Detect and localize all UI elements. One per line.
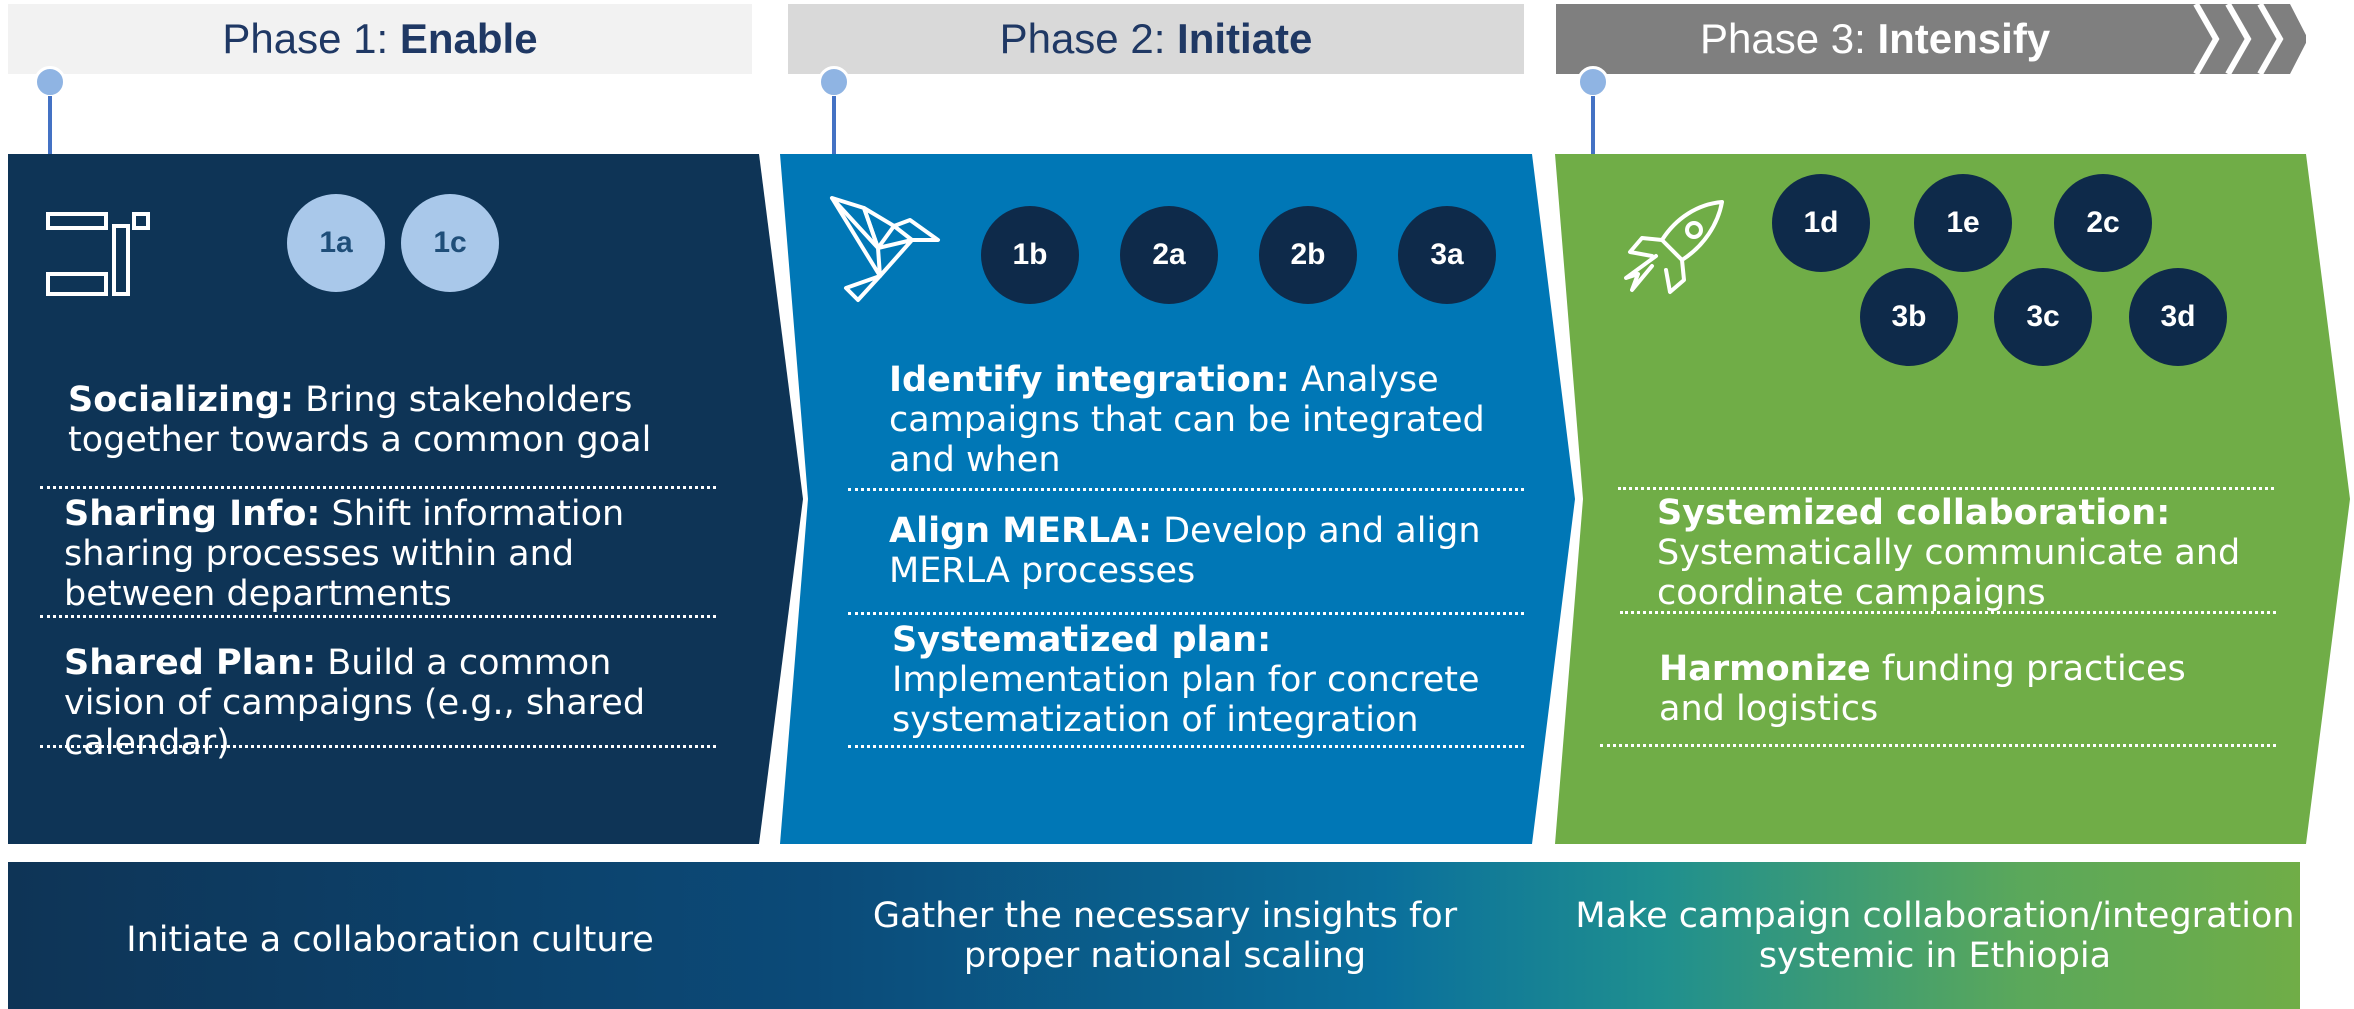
- item-text: Develop and align MERLA processes: [889, 511, 1481, 591]
- phase-2-item: Identify integration: Analyse campaigns …: [889, 360, 1489, 480]
- step-badge: 3c: [1994, 268, 2092, 366]
- step-badge: 2b: [1259, 206, 1357, 304]
- rocket-icon: [1624, 200, 1724, 294]
- item-text: Analyse campaigns that can be integrated…: [889, 360, 1485, 480]
- divider: [40, 615, 716, 618]
- outcome-phase-1: Initiate a collaboration culture: [126, 920, 654, 960]
- outcome-phase-3: Make campaign collaboration/integration …: [1575, 896, 2295, 976]
- origami-bird-icon: [830, 196, 940, 302]
- item-text: Systematically communicate and coordinat…: [1657, 533, 2241, 613]
- phase-1-name: Enable: [399, 15, 538, 62]
- item-keyword: Align MERLA:: [889, 511, 1152, 551]
- step-badge: 2a: [1120, 206, 1218, 304]
- divider: [1620, 611, 2276, 614]
- step-badge: 1b: [981, 206, 1079, 304]
- outcomes-band: [8, 862, 2300, 1009]
- item-keyword: Sharing Info:: [64, 494, 321, 534]
- step-badge: 1d: [1772, 174, 1870, 272]
- phase-3-header: Phase 3: Intensify: [1556, 4, 2306, 74]
- phase-3-item: Systemized collaboration: Systematically…: [1657, 493, 2267, 613]
- item-keyword: Systemized collaboration:: [1657, 493, 2171, 533]
- layout-blocks-icon: [46, 212, 150, 296]
- item-text: Bring stakeholders together towards a co…: [68, 380, 652, 460]
- step-badge: 1e: [1914, 174, 2012, 272]
- divider: [40, 486, 716, 489]
- step-badge: 1c: [401, 194, 499, 292]
- phase-3-name: Intensify: [1877, 15, 2051, 62]
- item-text: funding practices and logistics: [1659, 649, 2186, 729]
- item-keyword: Socializing:: [68, 380, 294, 420]
- item-keyword: Identify integration:: [889, 360, 1290, 400]
- phase-2-header: Phase 2: Initiate: [788, 4, 1524, 74]
- step-badge: 2c: [2054, 174, 2152, 272]
- step-badge: 3a: [1398, 206, 1496, 304]
- phase-2-item: Systematized plan: Implementation plan f…: [892, 620, 1502, 740]
- phase-1-item: Sharing Info: Shift information sharing …: [64, 494, 704, 614]
- item-keyword: Harmonize: [1659, 649, 1871, 689]
- phase-3-prefix: Phase 3:: [1700, 15, 1878, 62]
- item-text: Shift information sharing processes with…: [64, 494, 625, 614]
- phase-2-item: Align MERLA: Develop and align MERLA pro…: [889, 511, 1489, 591]
- item-keyword: Shared Plan:: [64, 643, 317, 683]
- item-text: Build a common vision of campaigns (e.g.…: [64, 643, 646, 763]
- phase-3-item: Harmonize funding practices and logistic…: [1659, 649, 2219, 729]
- divider: [40, 745, 716, 748]
- step-badge: 3b: [1860, 268, 1958, 366]
- outcome-phase-2: Gather the necessary insights for proper…: [872, 896, 1458, 976]
- phase-1-item: Shared Plan: Build a common vision of ca…: [64, 643, 724, 763]
- divider: [1600, 744, 2276, 747]
- phase-2-prefix: Phase 2:: [999, 15, 1178, 62]
- divider: [848, 745, 1524, 748]
- item-text: Implementation plan for concrete systema…: [892, 660, 1480, 740]
- phase-1-panel: [8, 154, 803, 844]
- chevron-arrows-icon: [2190, 4, 2310, 74]
- phase-1-header: Phase 1: Enable: [8, 4, 752, 74]
- phase-1-prefix: Phase 1:: [222, 15, 400, 62]
- item-keyword: Systematized plan:: [892, 620, 1272, 660]
- divider: [848, 488, 1524, 491]
- divider: [1618, 487, 2274, 490]
- phase-1-item: Socializing: Bring stakeholders together…: [68, 380, 708, 460]
- step-badge: 1a: [287, 194, 385, 292]
- step-badge: 3d: [2129, 268, 2227, 366]
- phase-2-name: Initiate: [1177, 15, 1313, 62]
- divider: [848, 612, 1524, 615]
